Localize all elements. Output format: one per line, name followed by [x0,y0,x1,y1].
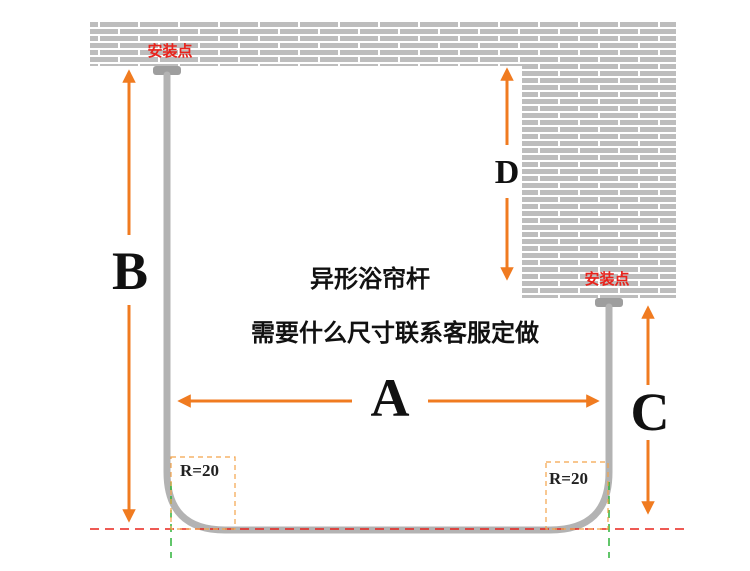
dimension-label-a: A [371,368,410,428]
mount-bracket-left [153,66,181,75]
brick-wall-top [90,22,676,66]
radius-box-right [545,461,609,530]
dimension-label-c: C [631,382,670,442]
brick-wall-right [522,66,676,298]
radius-box-left [170,456,236,530]
dimension-label-b: B [112,241,148,301]
mount-point-label-left: 安装点 [147,42,192,60]
radius-label-right: R=20 [549,469,588,488]
radius-label-left: R=20 [180,461,219,480]
dimension-label-d: D [495,154,520,191]
mount-bracket-right [595,298,623,307]
diagram-title: 异形浴帘杆 [310,265,430,293]
diagram-subtitle: 需要什么尺寸联系客服定做 [251,319,539,347]
mount-point-label-right: 安装点 [584,270,629,288]
